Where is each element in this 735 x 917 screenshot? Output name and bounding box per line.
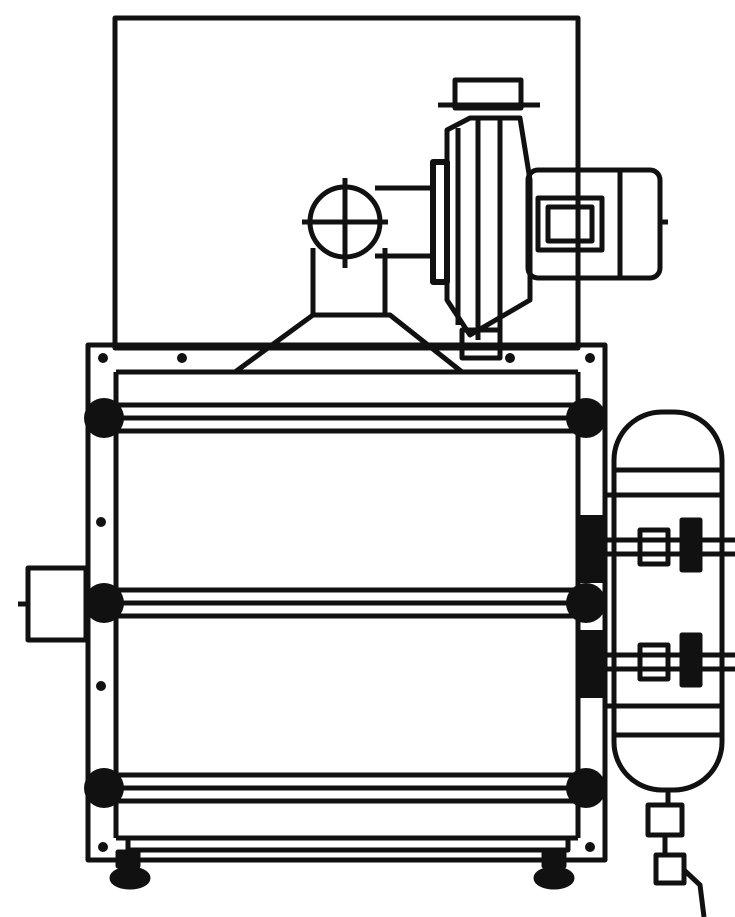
bottom-rail [125, 835, 571, 853]
hopper-cone [233, 248, 464, 375]
side-inlet-stub [18, 565, 89, 643]
back-panel [112, 15, 581, 351]
roller-bearing [84, 768, 124, 808]
leveling-foot [533, 849, 575, 890]
roller-bearing [566, 583, 606, 623]
roller-bearing [84, 398, 124, 438]
blower-fan [430, 77, 540, 361]
tank-valve [604, 517, 735, 573]
tank-valve [604, 632, 735, 688]
drain-fitting [645, 790, 707, 917]
fan-motor [525, 167, 668, 281]
roller-bearing [566, 768, 606, 808]
roller-bearing [566, 398, 606, 438]
duct-elbow [302, 178, 432, 268]
roller-bearing [84, 583, 124, 623]
frame-bolts [96, 353, 595, 852]
roller [105, 772, 591, 804]
pressure-tank [604, 409, 725, 793]
leveling-foot [109, 849, 151, 890]
roller [105, 587, 591, 619]
roller [105, 402, 591, 434]
tank-mount [578, 515, 604, 698]
